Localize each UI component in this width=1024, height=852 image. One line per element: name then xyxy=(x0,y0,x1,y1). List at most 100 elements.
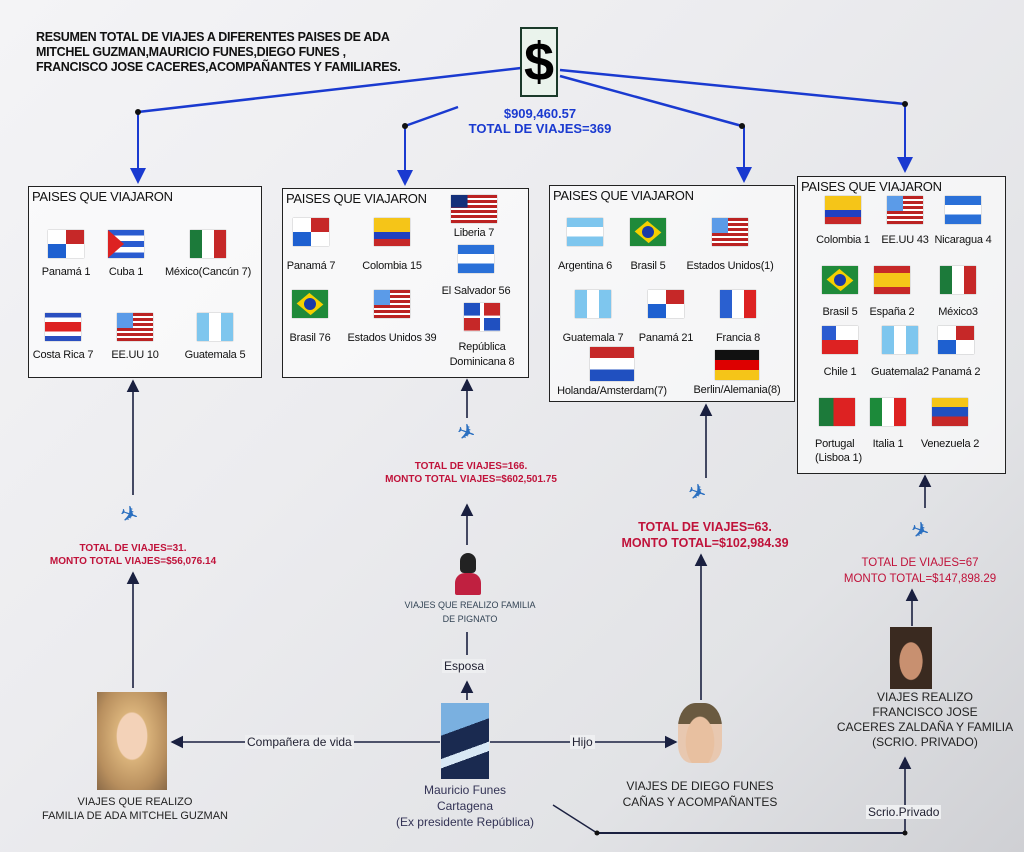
country-label: Guatemala 5 xyxy=(184,349,246,361)
country-item: México(Cancún 7) xyxy=(153,230,263,279)
caption-line: Mauricio Funes xyxy=(423,783,507,797)
ada-caption: VIAJES QUE REALIZO FAMILIA DE ADA MITCHEL… xyxy=(30,795,240,823)
usa-flag-icon xyxy=(712,218,748,246)
woman-avatar-icon xyxy=(455,553,481,595)
country-label: Brasil 76 xyxy=(289,332,331,344)
country-item: Chile 1 xyxy=(785,326,895,379)
el-salvador-flag-icon xyxy=(458,245,494,273)
country-label: Berlin/Alemania(8) xyxy=(693,384,781,396)
netherlands-flag-icon xyxy=(590,347,634,381)
country-item: Estados Unidos 39 xyxy=(337,290,447,345)
country-item: Berlin/Alemania(8) xyxy=(682,350,792,397)
country-label: México(Cancún 7) xyxy=(164,266,252,278)
dollar-icon: $ xyxy=(520,27,558,97)
country-label: Estados Unidos(1) xyxy=(686,260,774,272)
caption-line: VIAJES QUE REALIZO xyxy=(77,796,193,808)
country-label: El Salvador 56 xyxy=(441,285,511,297)
trip-count: TOTAL DE VIAJES=166. xyxy=(414,461,528,472)
france-flag-icon xyxy=(720,290,756,318)
diego-funes-photo xyxy=(678,703,722,763)
country-item: Guatemala2 xyxy=(845,326,955,379)
country-item: Guatemala 5 xyxy=(160,313,270,362)
title-line: RESUMEN TOTAL DE VIAJES A DIFERENTES PAI… xyxy=(36,30,390,44)
usa-flag-icon xyxy=(887,196,923,224)
caption-line: FRANCISCO JOSE xyxy=(872,705,978,719)
caption-line: FAMILIA DE ADA MITCHEL GUZMAN xyxy=(41,810,229,822)
caption-line: (SCRIO. PRIVADO) xyxy=(872,735,978,749)
country-item: Guatemala 7 xyxy=(538,290,648,345)
panama-flag-icon xyxy=(293,218,329,246)
caption-line: CAÑAS Y ACOMPAÑANTES xyxy=(622,795,778,809)
box-title: PAISES QUE VIAJARON xyxy=(553,188,694,203)
francisco-caceres-photo xyxy=(890,627,932,689)
country-label: EE.UU 10 xyxy=(111,349,159,361)
italy-flag-icon xyxy=(870,398,906,426)
country-item: Estados Unidos(1) xyxy=(675,218,785,273)
caption-line: VIAJES REALIZO xyxy=(876,690,974,704)
venezuela-flag-icon xyxy=(932,398,968,426)
germany-flag-icon xyxy=(715,350,759,380)
country-label: EE.UU 43 xyxy=(881,234,929,246)
country-label: Panamá 7 xyxy=(286,260,336,272)
caption-line: VIAJES QUE REALIZO FAMILIA xyxy=(404,600,536,610)
box-title: PAISES QUE VIAJARON xyxy=(286,191,427,206)
grand-total-trips: TOTAL DE VIAJES=369 xyxy=(468,121,612,136)
caption-line: VIAJES DE DIEGO FUNES xyxy=(626,779,774,793)
country-label: Panamá 1 xyxy=(41,266,91,278)
brazil-flag-icon xyxy=(630,218,666,246)
country-label: Venezuela 2 xyxy=(920,438,980,450)
countries-box-ada: PAISES QUE VIAJARON xyxy=(28,186,262,378)
country-item: Cuba 1 xyxy=(71,230,181,279)
brazil-flag-icon xyxy=(292,290,328,318)
portugal-flag-icon xyxy=(819,398,855,426)
country-item: Panamá 7 xyxy=(256,218,366,273)
country-label: Panamá 2 xyxy=(931,366,981,378)
country-label: Brasil 5 xyxy=(822,306,858,318)
country-label: Colombia 15 xyxy=(362,260,422,272)
colombia-flag-icon xyxy=(374,218,410,246)
country-label: Italia 1 xyxy=(872,438,904,450)
panama-flag-icon xyxy=(938,326,974,354)
trip-amount: MONTO TOTAL=$102,984.39 xyxy=(621,536,789,550)
trip-amount: MONTO TOTAL=$147,898.29 xyxy=(843,573,997,585)
diego-caption: VIAJES DE DIEGO FUNES CAÑAS Y ACOMPAÑANTE… xyxy=(600,778,800,810)
guatemala-flag-icon xyxy=(882,326,918,354)
totals-ada: TOTAL DE VIAJES=31.MONTO TOTAL VIAJES=$5… xyxy=(33,542,233,568)
country-item: Francia 8 xyxy=(683,290,793,345)
country-item: Costa Rica 7 xyxy=(8,313,118,362)
country-label: Nicaragua 4 xyxy=(934,234,992,246)
country-item: Panamá 2 xyxy=(901,326,1011,379)
liberia-flag-icon xyxy=(451,195,497,223)
country-item: Venezuela 2 xyxy=(895,398,1005,451)
brazil-flag-icon xyxy=(822,266,858,294)
country-label: Guatemala 7 xyxy=(562,332,624,344)
country-item: Colombia 15 xyxy=(337,218,447,273)
country-label: México3 xyxy=(938,306,978,318)
caption-line: Cartagena xyxy=(436,799,494,813)
totals-pignato: TOTAL DE VIAJES=166. MONTO TOTAL VIAJES=$… xyxy=(366,460,576,486)
country-label: Portugal xyxy=(815,438,855,450)
caption-line: CACERES ZALDAÑA Y FAMILIA xyxy=(836,720,1014,734)
country-label: Guatemala2 xyxy=(871,366,929,378)
country-label: Chile 1 xyxy=(823,366,857,378)
country-item: Argentina 6 xyxy=(530,218,640,273)
country-item: Colombia 1 xyxy=(788,196,898,247)
country-item: Italia 1 xyxy=(833,398,943,451)
trip-amount: MONTO TOTAL VIAJES=$56,076.14 xyxy=(49,556,217,567)
country-item: EE.UU 43 xyxy=(850,196,960,247)
guatemala-flag-icon xyxy=(575,290,611,318)
dominican-republic-flag-icon xyxy=(464,303,500,331)
guatemala-flag-icon xyxy=(197,313,233,341)
trip-count: TOTAL DE VIAJES=67 xyxy=(861,557,979,569)
chile-flag-icon xyxy=(822,326,858,354)
country-item: Panamá 21 xyxy=(611,290,721,345)
mexico-flag-icon xyxy=(190,230,226,258)
trip-amount: MONTO TOTAL VIAJES=$602,501.75 xyxy=(385,474,557,485)
relation-label-secretario: Scrio.Privado xyxy=(866,805,942,819)
box-title: PAISES QUE VIAJARON xyxy=(32,189,173,204)
